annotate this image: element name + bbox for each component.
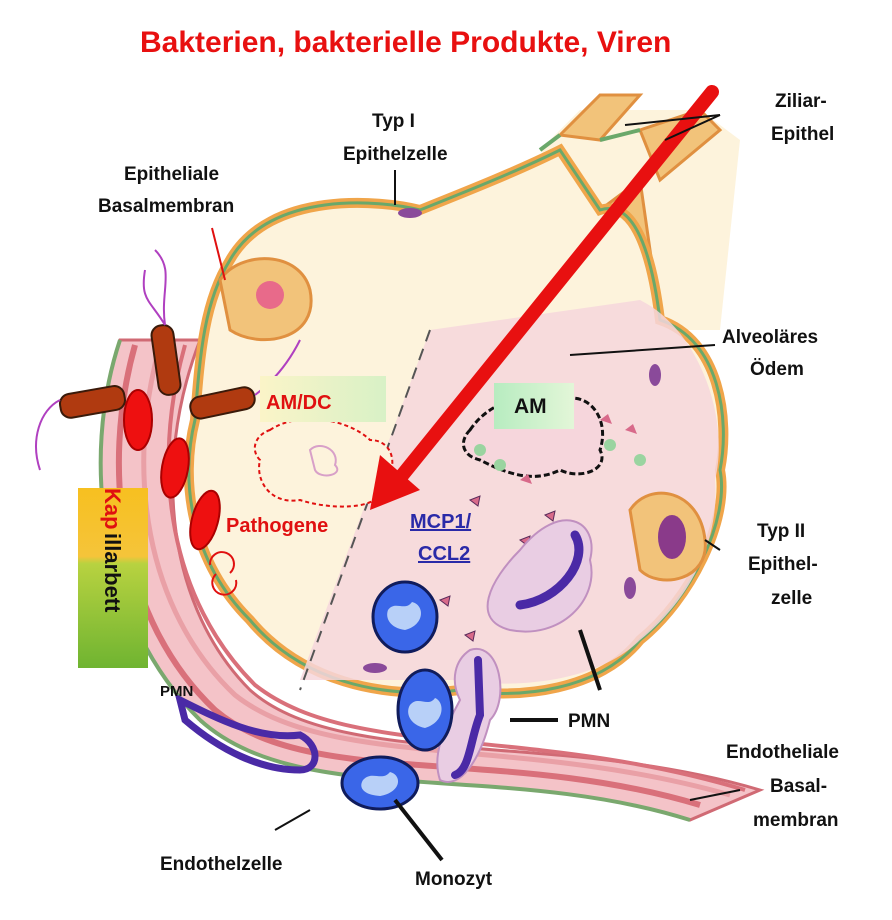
monocyte-cell xyxy=(373,582,437,652)
endo-basal-label-line1: Endotheliale xyxy=(726,742,839,763)
type1-nucleus xyxy=(624,577,636,599)
typ1-label-line1: Typ I xyxy=(372,111,415,132)
ccl2-label: CCL2 xyxy=(418,543,470,565)
epithelial-cell xyxy=(220,259,311,340)
type1-nucleus xyxy=(649,364,661,386)
pmn-right-label: PMN xyxy=(568,711,610,732)
pmn-vessel-label: PMN xyxy=(160,683,193,700)
type1-nucleus xyxy=(363,663,387,673)
monozyt-label: Monozyt xyxy=(415,869,493,890)
type1-nucleus xyxy=(398,208,422,218)
endothelzelle-label: Endothelzelle xyxy=(160,854,282,875)
am-label: AM xyxy=(514,395,547,418)
ziliar-label-line2: Epithel xyxy=(771,124,834,145)
ziliar-label-line1: Ziliar- xyxy=(775,91,827,112)
monocyte-cell xyxy=(342,757,418,809)
typ2-label-line2: Epithel- xyxy=(748,554,818,575)
oedem-label-line1: Alveoläres xyxy=(722,327,818,348)
basal-label-line2: Basalmembran xyxy=(98,196,234,217)
kapillarbett-label-part1: Kap xyxy=(100,488,125,530)
typ2-label-line3: zelle xyxy=(771,588,812,609)
mcp1-label: MCP1/ xyxy=(410,511,472,533)
typ1-label-line2: Epithelzelle xyxy=(343,144,448,165)
oedem-label-line2: Ödem xyxy=(750,359,804,380)
pathogene-label: Pathogene xyxy=(226,515,328,537)
monocyte-cell xyxy=(398,670,452,750)
endo-basal-label-line2: Basal- xyxy=(770,776,827,797)
am-dc-label: AM/DC xyxy=(266,392,332,414)
diagram-title: Bakterien, bakterielle Produkte, Viren xyxy=(140,26,671,59)
kapillarbett-label-part2: illarbett xyxy=(100,533,125,613)
endo-basal-label-line3: membran xyxy=(753,810,839,831)
typ2-label-line1: Typ II xyxy=(757,521,805,542)
basal-label-line1: Epitheliale xyxy=(124,164,219,185)
